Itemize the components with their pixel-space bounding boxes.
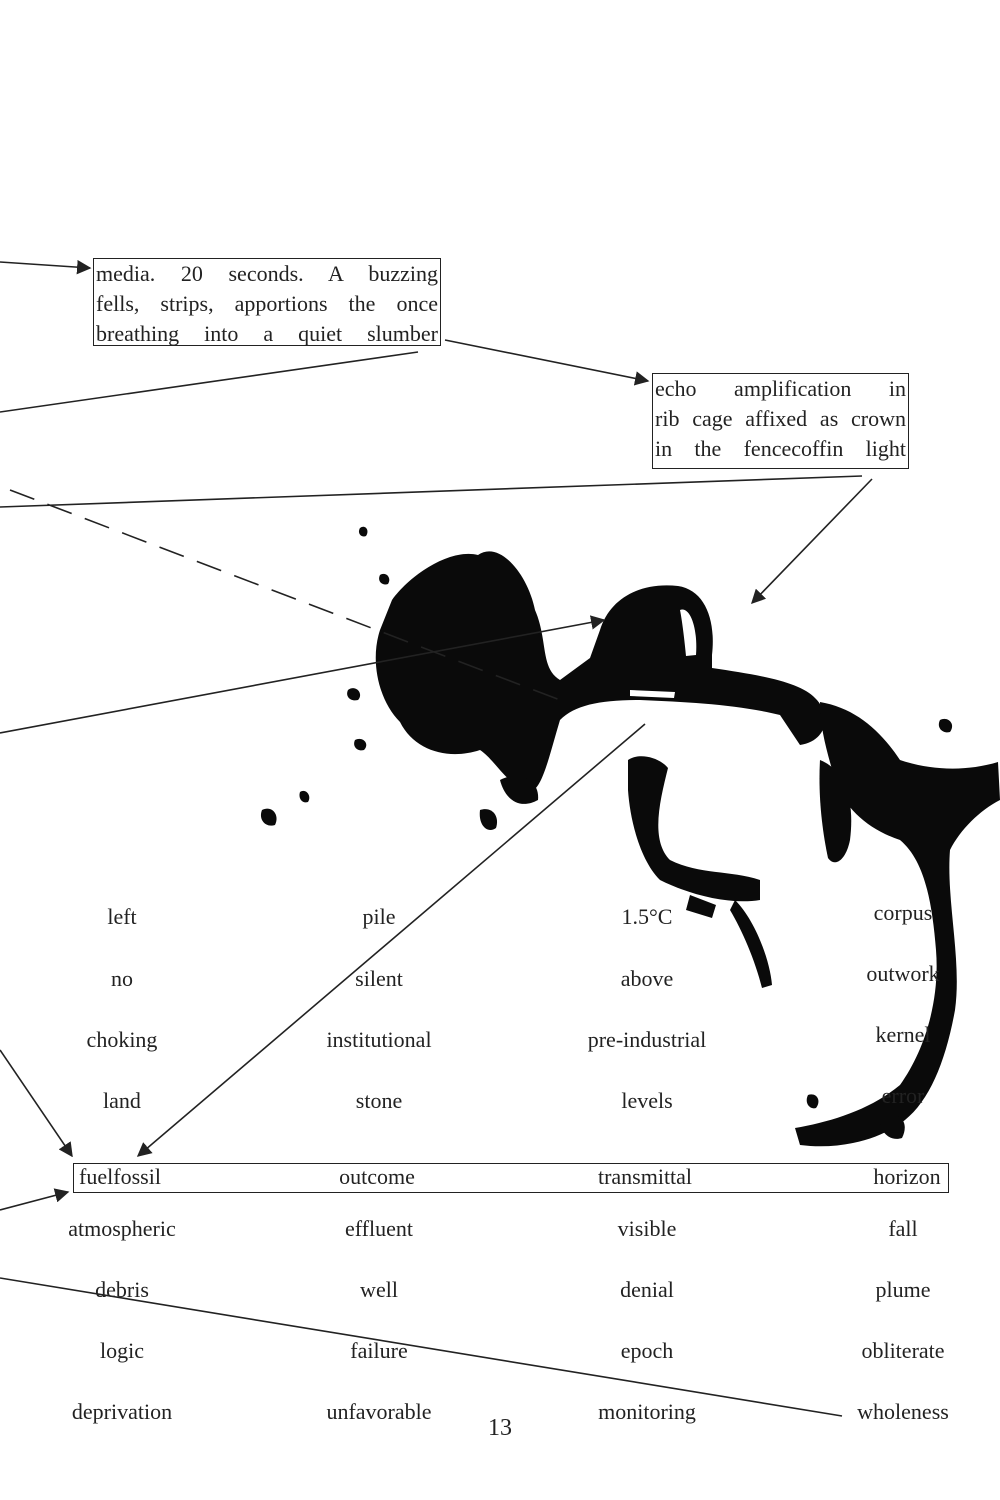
grid-word: left: [107, 904, 137, 929]
grid-word: choking: [86, 1027, 158, 1052]
grid-word: horizon: [873, 1164, 941, 1189]
line-to-wholeness: [0, 1277, 843, 1417]
grid-word: debris: [95, 1277, 149, 1302]
grid-word: transmittal: [597, 1164, 693, 1189]
grid-word: failure: [350, 1338, 408, 1363]
grid-word: pre-industrial: [587, 1027, 707, 1052]
grid-word: institutional: [326, 1027, 432, 1052]
line-from-box1: [0, 351, 419, 413]
grid-word: fuelfossil: [79, 1164, 161, 1189]
grid-word: epoch: [620, 1338, 674, 1363]
grid-word: unfavorable: [326, 1399, 432, 1424]
dashed-line: [9, 489, 561, 701]
poem-box-echo: echo amplification in rib cage affixed a…: [652, 373, 909, 469]
line-from-box2: [0, 475, 863, 508]
highlighted-word-row: [73, 1163, 949, 1193]
grid-word: land: [103, 1088, 141, 1113]
arrow-line-to-fuelfossil: [0, 1049, 73, 1158]
silhouette-highlights: [630, 609, 697, 698]
connector-lines: [0, 259, 873, 1417]
grid-word: outcome: [339, 1164, 415, 1189]
page-number: 13: [488, 1415, 512, 1441]
arrow-line-box1-to-box2: [444, 339, 650, 386]
grid-word: fall: [888, 1216, 918, 1241]
grid-word: corpus: [873, 900, 933, 925]
grid-word: monitoring: [598, 1399, 696, 1424]
grid-word: denial: [620, 1277, 674, 1302]
grid-word: 1.5°C: [621, 904, 673, 929]
grid-word: no: [111, 966, 133, 991]
grid-word: plume: [875, 1277, 931, 1302]
grid-word: stone: [355, 1088, 403, 1113]
grid-word: silent: [355, 966, 403, 991]
grid-word: atmospheric: [68, 1216, 176, 1241]
grid-word: kernel: [875, 1022, 931, 1047]
grid-word: wholeness: [857, 1399, 949, 1424]
grid-word: above: [620, 966, 674, 991]
grid-word: levels: [621, 1088, 673, 1113]
ink-silhouette-image: [260, 526, 1000, 1147]
arrow-line-to-silhouette: [0, 615, 606, 734]
arrow-line-to-highlight-row: [0, 1188, 70, 1211]
poem-line: echo amplification in: [655, 376, 906, 401]
grid-word: effluent: [344, 1216, 414, 1241]
arrow-line-box2-to-hat: [750, 478, 873, 605]
poem-line: rib cage affixed as crown: [655, 406, 906, 431]
grid-word: pile: [362, 904, 396, 929]
poem-box-media: media. 20 seconds. A buzzing fells, stri…: [93, 258, 441, 346]
poem-line: media. 20 seconds. A buzzing: [96, 261, 438, 286]
arrow-line-silhouette-to-fuelfossil: [136, 723, 646, 1157]
poem-line: breathing into a quiet slumber: [96, 321, 438, 346]
grid-word: error: [881, 1083, 925, 1108]
poem-line: in the fencecoffin light: [655, 436, 906, 461]
grid-word: outwork: [866, 961, 940, 986]
poem-line: fells, strips, apportions the once: [96, 291, 438, 316]
arrow-line-to-box1: [0, 259, 92, 275]
grid-word: deprivation: [71, 1399, 173, 1424]
grid-word: well: [360, 1277, 398, 1302]
grid-word: logic: [100, 1338, 144, 1363]
grid-word: obliterate: [861, 1338, 945, 1363]
grid-word: visible: [617, 1216, 677, 1241]
